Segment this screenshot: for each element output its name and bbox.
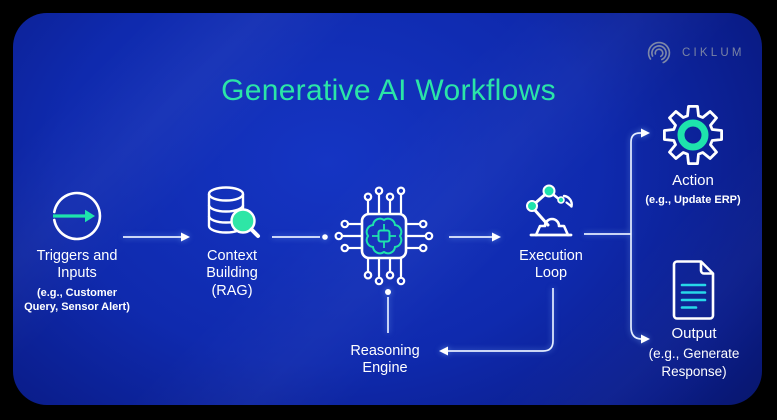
node-ai-chip bbox=[332, 184, 436, 288]
node-reasoning-engine: Reasoning Engine bbox=[325, 337, 445, 378]
node-output: Output (e.g., Generate Response) bbox=[632, 259, 756, 380]
output-label: Output bbox=[671, 325, 717, 342]
ai-chip-icon bbox=[334, 186, 434, 286]
arrow-circle-icon bbox=[53, 191, 102, 241]
triggers-label: Triggers and Inputs bbox=[36, 248, 118, 282]
node-action: Action (e.g., Update ERP) bbox=[631, 104, 755, 207]
gear-icon bbox=[663, 105, 723, 165]
action-label: Action bbox=[672, 172, 714, 189]
execution-label: Execution Loop bbox=[519, 248, 583, 282]
database-search-icon bbox=[207, 186, 260, 238]
action-sublabel: (e.g., Update ERP) bbox=[645, 194, 741, 206]
ciklum-logo-icon bbox=[647, 41, 671, 65]
node-context-building: Context Building (RAG) bbox=[177, 184, 287, 300]
reasoning-label: Reasoning Engine bbox=[350, 343, 420, 377]
output-sublabel: (e.g., Generate Response) bbox=[648, 346, 740, 379]
node-triggers-inputs: Triggers and Inputs (e.g., Customer Quer… bbox=[7, 190, 147, 314]
document-icon bbox=[672, 260, 715, 320]
context-label: Context Building (RAG) bbox=[206, 248, 258, 299]
page-title: Generative AI Workflows bbox=[221, 74, 556, 107]
triggers-sublabel: (e.g., Customer Query, Sensor Alert) bbox=[24, 286, 130, 314]
brand-logo: CIKLUM bbox=[644, 38, 741, 68]
robot-arm-icon bbox=[526, 184, 573, 237]
brand-name: CIKLUM bbox=[682, 47, 745, 59]
node-execution-loop: Execution Loop bbox=[501, 182, 601, 283]
